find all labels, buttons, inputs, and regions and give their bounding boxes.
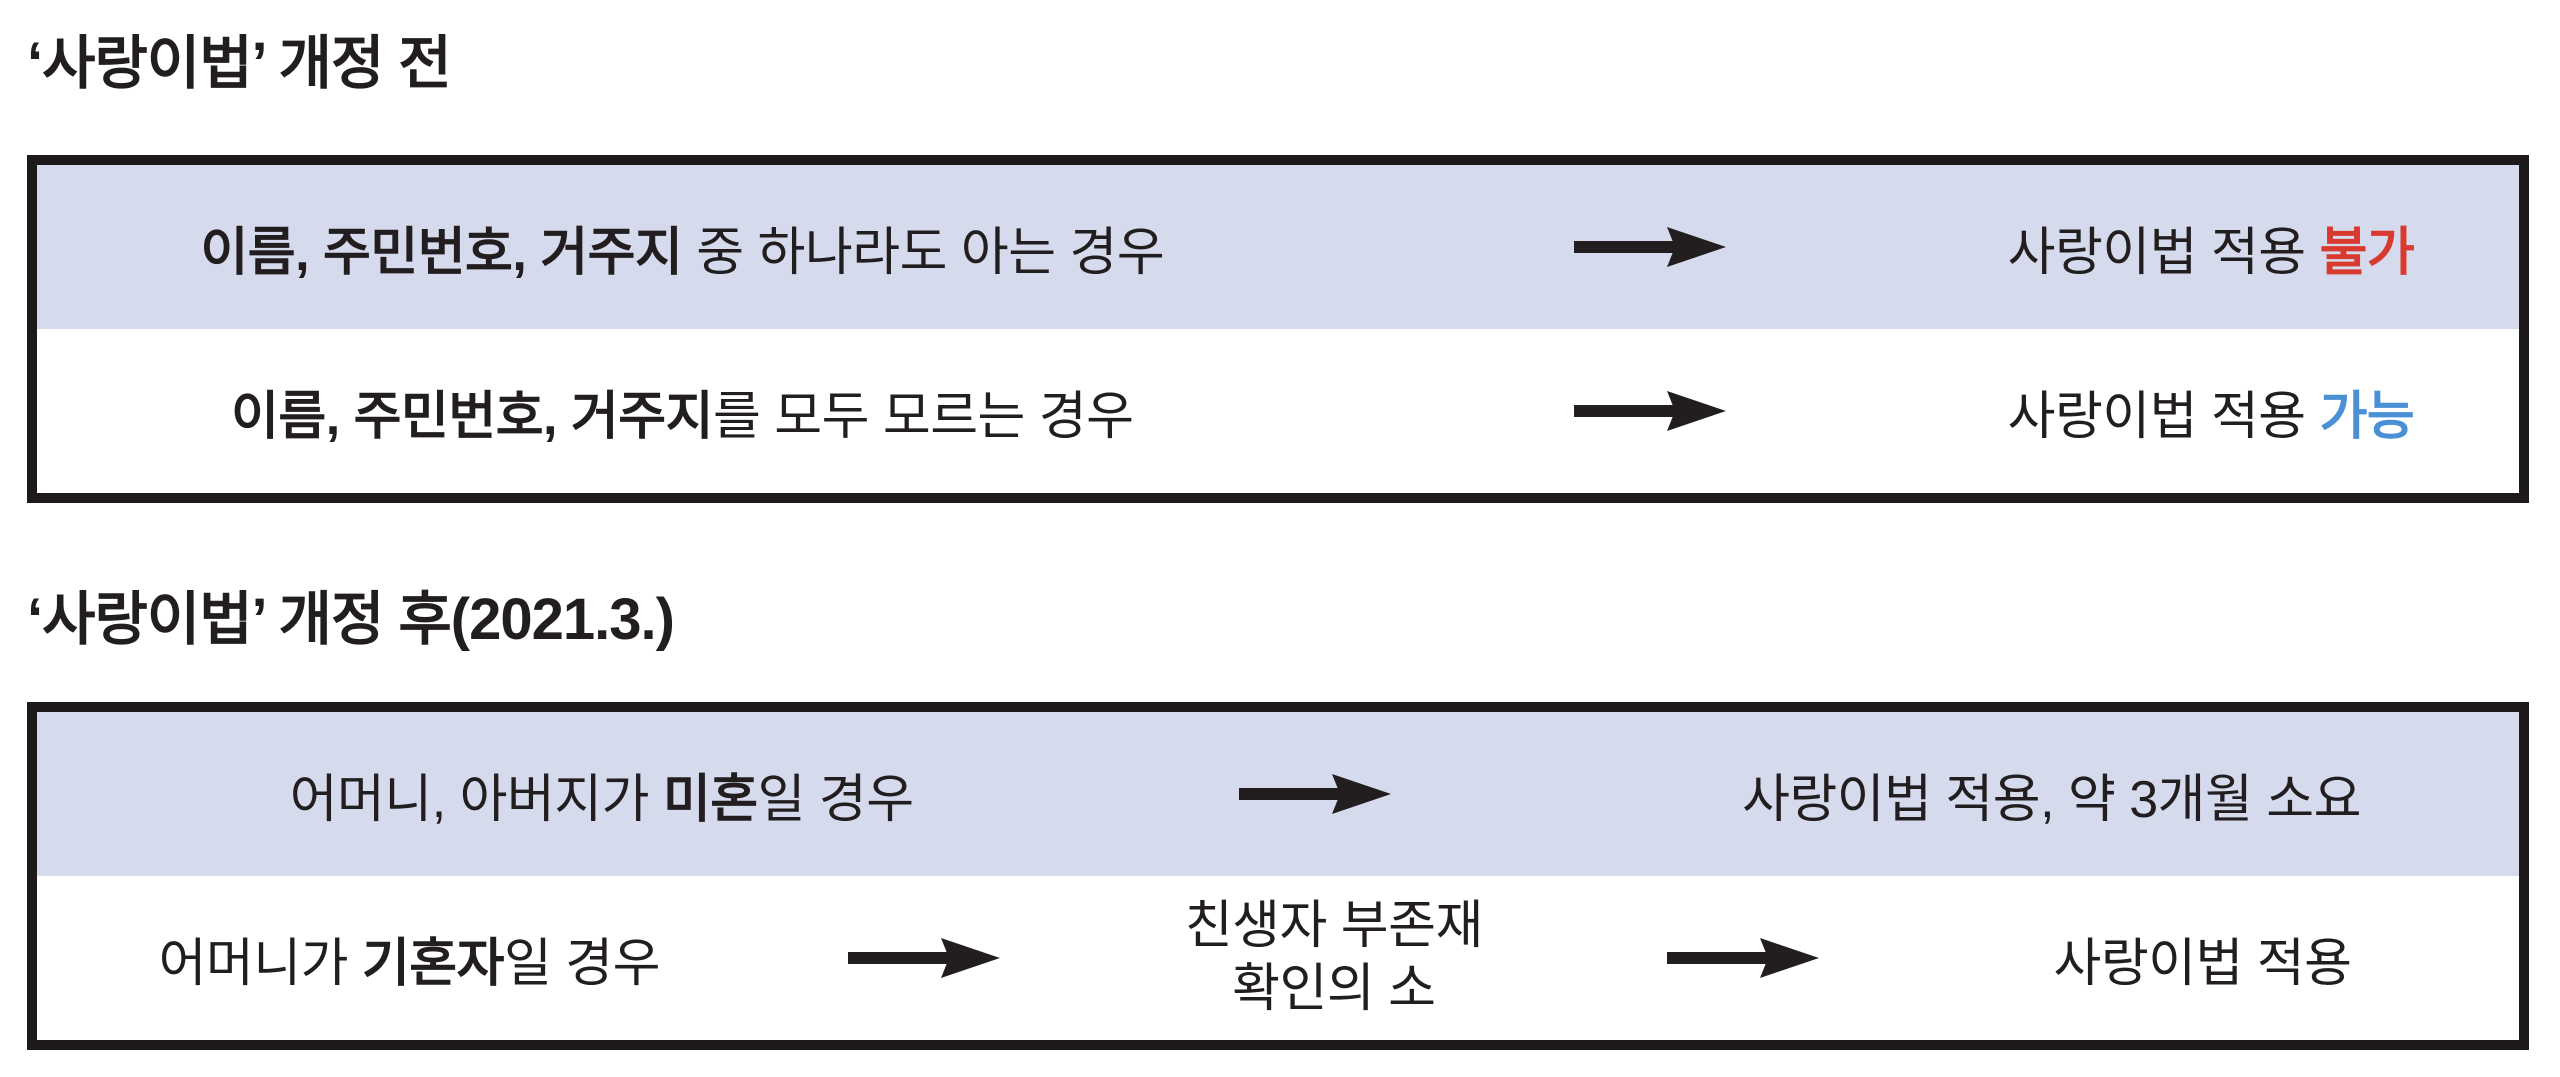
after-revision-table: 어머니, 아버지가 미혼일 경우 사랑이법 적용, 약 3개월 소요 어머니가 … [27,702,2529,1050]
table-row-know-none: 이름, 주민번호, 거주지를 모두 모르는 경우 사랑이법 적용 가능 [37,329,2519,493]
middle-step-cell: 친생자 부존재 확인의 소 [1067,876,1601,1040]
table-row-unmarried: 어머니, 아버지가 미혼일 경우 사랑이법 적용, 약 3개월 소요 [37,712,2519,876]
condition-cell: 이름, 주민번호, 거주지를 모두 모르는 경우 [37,329,1328,493]
right-arrow-icon [848,938,1001,978]
middle-step-text: 친생자 부존재 확인의 소 [1184,895,1484,1022]
right-arrow-icon [1574,227,1727,267]
middle-step-line2: 확인의 소 [1232,960,1436,1018]
arrow-cell [782,876,1067,1040]
arrow-cell [1601,876,1886,1040]
condition-text: 이름, 주민번호, 거주지 중 하나라도 아는 경우 [200,210,1164,285]
emphasis-possible: 가능 [2319,387,2415,446]
condition-rest-text: 중 하나라도 아는 경우 [682,223,1165,282]
condition-post-text: 일 경우 [757,770,914,829]
result-cell: 사랑이법 적용 [1886,876,2519,1040]
arrow-cell [1328,165,1973,329]
result-text: 사랑이법 적용 가능 [2008,374,2415,449]
condition-rest-text: 를 모두 모르는 경우 [712,387,1134,446]
condition-cell: 어머니, 아버지가 미혼일 경우 [37,712,1166,876]
right-arrow-icon [1239,774,1392,814]
table-row-married: 어머니가 기혼자일 경우 친생자 부존재 확인의 소 [37,876,2519,1040]
condition-cell: 이름, 주민번호, 거주지 중 하나라도 아는 경우 [37,165,1328,329]
condition-pre-text: 어머니, 아버지가 [289,770,663,829]
condition-pre-text: 어머니가 [158,934,362,993]
result-prefix-text: 사랑이법 적용 [2007,223,2320,282]
middle-step-line1: 친생자 부존재 [1184,896,1484,955]
arrow-cell [1166,712,1464,876]
result-text: 사랑이법 적용 불가 [2008,210,2415,285]
right-arrow-icon [1574,391,1727,431]
before-revision-table: 이름, 주민번호, 거주지 중 하나라도 아는 경우 사랑이법 적용 불가 이름… [27,155,2529,503]
right-arrow-icon [1667,938,1820,978]
condition-bold-text: 기혼자 [361,934,505,993]
section-after-title: ‘사랑이법’ 개정 후(2021.3.) [27,587,675,652]
emphasis-impossible: 불가 [2319,223,2415,282]
condition-bold-text: 미혼 [662,770,758,829]
condition-post-text: 일 경우 [503,934,660,993]
result-prefix-text: 사랑이법 적용 [2007,387,2320,446]
condition-text: 어머니, 아버지가 미혼일 경우 [290,757,914,832]
condition-bold-text: 이름, 주민번호, 거주지 [200,223,683,282]
condition-text: 이름, 주민번호, 거주지를 모두 모르는 경우 [231,374,1134,449]
result-cell: 사랑이법 적용 가능 [1973,329,2519,493]
condition-text: 어머니가 기혼자일 경우 [158,921,661,996]
section-before-title: ‘사랑이법’ 개정 전 [27,31,452,96]
result-text: 사랑이법 적용, 약 3개월 소요 [1742,770,2361,829]
condition-bold-text: 이름, 주민번호, 거주지 [231,387,713,446]
arrow-cell [1328,329,1973,493]
condition-cell: 어머니가 기혼자일 경우 [37,876,782,1040]
result-cell: 사랑이법 적용, 약 3개월 소요 [1464,712,2519,876]
result-text: 사랑이법 적용 [2053,934,2353,993]
table-row-know-one: 이름, 주민번호, 거주지 중 하나라도 아는 경우 사랑이법 적용 불가 [37,165,2519,329]
result-cell: 사랑이법 적용 불가 [1973,165,2519,329]
